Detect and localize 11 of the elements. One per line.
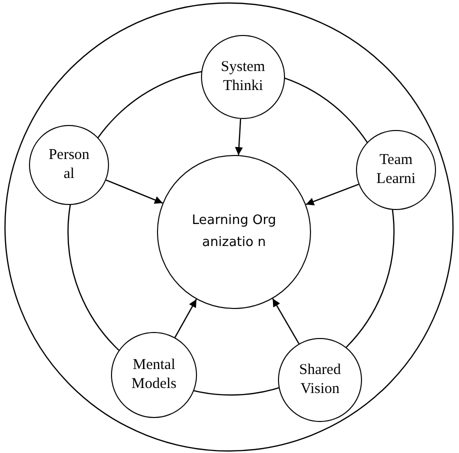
arrow <box>234 118 243 156</box>
node-label: Shared Vision <box>298 361 342 399</box>
arrow <box>174 298 197 338</box>
arrow <box>306 184 359 206</box>
node-label: System Thinki <box>220 58 266 96</box>
node-label: Mental Models <box>130 356 178 394</box>
node-label: Team Learni <box>375 151 417 189</box>
node-label: Person al <box>48 146 90 184</box>
arrow <box>272 298 300 344</box>
node-label: Learning Organizatio n <box>190 212 278 252</box>
arrow <box>106 180 163 204</box>
